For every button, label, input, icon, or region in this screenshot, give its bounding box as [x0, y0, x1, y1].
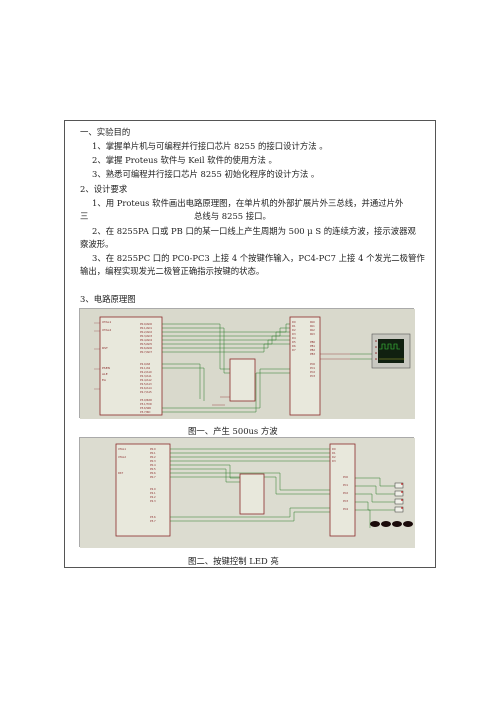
svg-text:D3: D3 [292, 332, 296, 336]
svg-text:P2.3/A11: P2.3/A11 [140, 374, 152, 378]
svg-text:D7: D7 [292, 348, 296, 352]
svg-text:XTAL2: XTAL2 [102, 328, 111, 332]
svg-text:P2.0: P2.0 [150, 487, 156, 491]
svg-text:ALE: ALE [102, 372, 108, 376]
svg-text:P3.7/RD: P3.7/RD [140, 410, 150, 414]
svg-text:P0.6: P0.6 [150, 471, 156, 475]
svg-text:P2.2/A10: P2.2/A10 [140, 370, 152, 374]
svg-text:D1: D1 [332, 451, 336, 455]
svg-text:XTAL2: XTAL2 [118, 455, 126, 459]
svg-text:P2.6/A14: P2.6/A14 [140, 386, 152, 390]
requirement-3-line-1: 3、在 8255PC 口的 PC0-PC3 上接 4 个按键作输入，PC4-PC… [92, 253, 425, 263]
svg-text:P3.6: P3.6 [150, 515, 156, 519]
svg-text:P2.5/A13: P2.5/A13 [140, 382, 152, 386]
document-frame [64, 120, 436, 568]
svg-text:PA2: PA2 [310, 328, 315, 332]
svg-text:D2: D2 [332, 455, 336, 459]
svg-text:P3.7: P3.7 [150, 519, 156, 523]
svg-text:P0.6/AD6: P0.6/AD6 [140, 346, 152, 350]
requirement-2-line-1: 2、在 8255PA 口或 PB 口的某一口线上产生周期为 500 μ S 的连… [92, 226, 416, 236]
svg-text:XTAL1: XTAL1 [118, 447, 126, 451]
svg-text:PC1: PC1 [343, 483, 348, 487]
svg-text:P0.2/AD2: P0.2/AD2 [140, 330, 152, 334]
svg-text:D0: D0 [332, 447, 336, 451]
requirement-1-line-2b: 总线与 8255 接口。 [194, 211, 271, 221]
section2-heading: 2、设计要求 [80, 184, 128, 194]
svg-text:D1: D1 [292, 324, 296, 328]
svg-text:P0.0/AD0: P0.0/AD0 [140, 322, 152, 326]
svg-text:RST: RST [102, 346, 108, 350]
svg-text:P0.7: P0.7 [150, 475, 156, 479]
svg-text:D3: D3 [332, 459, 336, 463]
svg-text:RST: RST [118, 471, 123, 475]
svg-text:PC4: PC4 [343, 507, 348, 511]
requirement-1-line-2a: 三 [80, 211, 89, 221]
svg-text:P3.6/WR: P3.6/WR [140, 406, 151, 410]
svg-text:P0.1/AD1: P0.1/AD1 [140, 326, 152, 330]
svg-text:XTAL1: XTAL1 [102, 320, 111, 324]
svg-text:P0.2: P0.2 [150, 455, 156, 459]
svg-text:P0.4: P0.4 [150, 463, 156, 467]
svg-text:P0.1: P0.1 [150, 451, 156, 455]
svg-text:P0.3: P0.3 [150, 459, 156, 463]
svg-text:P0.5/AD5: P0.5/AD5 [140, 342, 152, 346]
svg-text:PC2: PC2 [343, 491, 348, 495]
svg-text:PB1: PB1 [310, 344, 315, 348]
svg-text:P2.1: P2.1 [150, 491, 156, 495]
section1-heading: 一、实验目的 [80, 127, 131, 137]
requirement-3-line-2: 输出，编程实现发光二极管正确指示按键的状态。 [80, 266, 265, 276]
svg-text:D2: D2 [292, 328, 296, 332]
objective-item-2: 2、掌握 Proteus 软件与 Keil 软件的使用方法 。 [92, 155, 277, 165]
svg-text:P3.0/RXD: P3.0/RXD [140, 398, 152, 402]
svg-text:D6: D6 [292, 344, 296, 348]
svg-text:D4: D4 [292, 336, 296, 340]
svg-text:EA: EA [102, 378, 107, 382]
svg-text:P2.1/A9: P2.1/A9 [140, 366, 150, 370]
objective-item-3: 3、熟悉可编程并行接口芯片 8255 初始化程序的设计方法 。 [92, 169, 320, 179]
svg-text:PA1: PA1 [310, 324, 315, 328]
figure-1-caption: 图一、产生 500us 方波 [188, 426, 278, 436]
svg-text:P2.2: P2.2 [150, 495, 156, 499]
svg-text:PC3: PC3 [310, 374, 315, 378]
svg-text:P0.0: P0.0 [150, 447, 156, 451]
svg-text:P0.3/AD3: P0.3/AD3 [140, 334, 152, 338]
svg-text:P2.3: P2.3 [150, 499, 156, 503]
svg-text:PC2: PC2 [310, 370, 315, 374]
svg-text:P2.0/A8: P2.0/A8 [140, 362, 150, 366]
svg-text:P2.4/A12: P2.4/A12 [140, 378, 152, 382]
svg-text:PC0: PC0 [343, 475, 348, 479]
svg-text:P0.7/AD7: P0.7/AD7 [140, 350, 152, 354]
svg-text:PC1: PC1 [310, 366, 315, 370]
svg-text:P0.5: P0.5 [150, 467, 156, 471]
requirement-1-line-1: 1、用 Proteus 软件画出电路原理图，在单片机的外部扩展片外三总线，并通过… [92, 198, 404, 208]
svg-text:PB3: PB3 [310, 352, 315, 356]
svg-text:P2.7/A15: P2.7/A15 [140, 390, 152, 394]
svg-text:PA0: PA0 [310, 320, 315, 324]
requirement-2-line-2: 察波形。 [80, 239, 114, 249]
svg-text:PSEN: PSEN [102, 366, 110, 370]
svg-text:D5: D5 [292, 340, 296, 344]
objective-item-1: 1、掌握单片机与可编程并行接口芯片 8255 的接口设计方法 。 [92, 141, 328, 151]
svg-text:PC3: PC3 [343, 499, 348, 503]
svg-text:PB2: PB2 [310, 348, 315, 352]
figure-2-caption: 图二、按键控制 LED 亮 [188, 556, 279, 566]
svg-text:P3.1/TXD: P3.1/TXD [140, 402, 152, 406]
section3-heading: 3、电路原理图 [80, 294, 136, 304]
svg-text:PC0: PC0 [310, 362, 315, 366]
svg-text:P0.4/AD4: P0.4/AD4 [140, 338, 152, 342]
svg-text:PB0: PB0 [310, 340, 315, 344]
svg-text:PA3: PA3 [310, 332, 315, 336]
svg-text:D0: D0 [292, 320, 296, 324]
